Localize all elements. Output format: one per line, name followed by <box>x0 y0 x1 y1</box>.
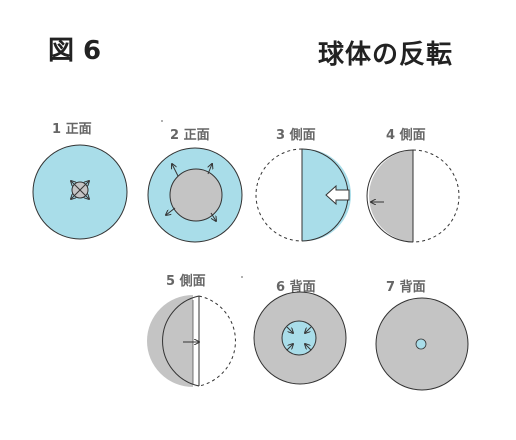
panel-1-arrows <box>71 181 89 199</box>
panel-6-arrows <box>286 326 312 351</box>
panel-2-sphere <box>147 147 243 243</box>
speck-2 <box>241 276 243 278</box>
figure-label: 図 6 <box>48 36 102 66</box>
panel-7-view: 背面 <box>399 280 426 295</box>
panel-6-sphere <box>253 291 347 385</box>
panel-4-label: 4 側面 <box>386 124 426 143</box>
panel-5-label: 5 側面 <box>166 270 206 289</box>
panel-3-sphere <box>255 148 351 242</box>
panel-4-sphere <box>366 149 460 243</box>
panel-5-right-outline <box>198 295 236 387</box>
panel-7-number: 7 <box>386 280 396 295</box>
panel-5-left-outline <box>162 295 200 387</box>
panel-3-view: 側面 <box>289 128 316 143</box>
panel-2-view: 正面 <box>183 128 210 143</box>
panel-7-sphere <box>375 297 469 391</box>
panel-3-label: 3 側面 <box>276 124 316 143</box>
panel-7-blue-spot <box>415 338 427 350</box>
panel-3-number: 3 <box>276 128 286 143</box>
panel-1-label: 1 正面 <box>52 118 92 137</box>
panel-6-view: 背面 <box>289 280 316 295</box>
panel-4-view: 側面 <box>399 128 426 143</box>
panel-4-number: 4 <box>386 128 396 143</box>
panel-2-gray-disc <box>169 168 223 222</box>
panel-3-left-outline <box>255 148 303 242</box>
panel-4-gray-half <box>369 150 413 242</box>
panel-6-label: 6 背面 <box>276 276 316 295</box>
panel-1-view: 正面 <box>65 122 92 137</box>
panel-3-push-arrow <box>325 184 350 206</box>
panel-5-view: 側面 <box>179 274 206 289</box>
panel-1-sphere <box>32 144 128 240</box>
panel-5-sphere <box>147 295 236 387</box>
panel-2-arrows <box>166 164 216 221</box>
panel-4-right-outline <box>412 149 460 243</box>
panel-7-label: 7 背面 <box>386 276 426 295</box>
panel-2-label: 2 正面 <box>170 124 210 143</box>
panel-6-number: 6 <box>276 280 286 295</box>
panel-2-number: 2 <box>170 128 180 143</box>
panel-4-left-outline <box>366 149 414 243</box>
panel-5-number: 5 <box>166 274 176 289</box>
speck-1 <box>161 120 163 122</box>
figure-title: 球体の反転 <box>318 40 454 70</box>
panel-1-number: 1 <box>52 122 62 137</box>
